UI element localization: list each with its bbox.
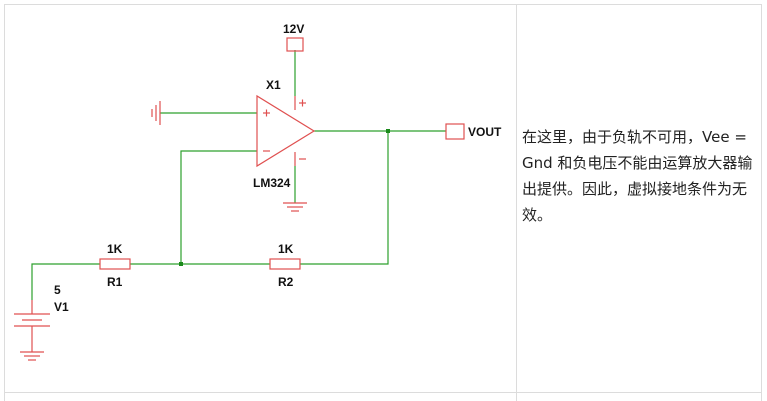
resistor-r2 [269, 258, 301, 270]
table-column-divider [516, 4, 517, 401]
supply-terminal [286, 37, 304, 52]
table-right-border [761, 4, 762, 401]
opamp-ref-label: X1 [266, 78, 281, 92]
v1-value-label: 5 [54, 283, 61, 297]
components [14, 37, 465, 361]
resistor-r1 [99, 258, 131, 270]
vout-label: VOUT [468, 125, 502, 139]
junction-nodes [179, 129, 390, 266]
explanation-note: 在这里，由于负轨不可用，Vee = Gnd 和负电压不能由运算放大器输出提供。因… [522, 124, 754, 228]
opamp-part-label: LM324 [253, 176, 291, 190]
r1-ref-label: R1 [107, 275, 123, 289]
v1-ref-label: V1 [54, 300, 69, 314]
junction-node [386, 129, 390, 133]
labels: 12V X1 LM324 VOUT 1K R1 1K R2 5 V1 [54, 22, 502, 314]
wires [31, 50, 446, 300]
vout-terminal [445, 123, 465, 140]
supply-label: 12V [283, 22, 304, 36]
r2-ref-label: R2 [278, 275, 294, 289]
r1-value-label: 1K [107, 242, 123, 256]
table-row-border [4, 392, 762, 393]
r2-value-label: 1K [278, 242, 294, 256]
circuit-schematic: 12V X1 LM324 VOUT 1K R1 1K R2 5 V1 [14, 22, 502, 361]
opamp-symbol [256, 94, 316, 168]
table-left-border [4, 4, 5, 401]
junction-node [179, 262, 183, 266]
explanation-text: 在这里，由于负轨不可用，Vee = Gnd 和负电压不能由运算放大器输出提供。因… [522, 128, 753, 224]
table-top-border [4, 4, 762, 5]
